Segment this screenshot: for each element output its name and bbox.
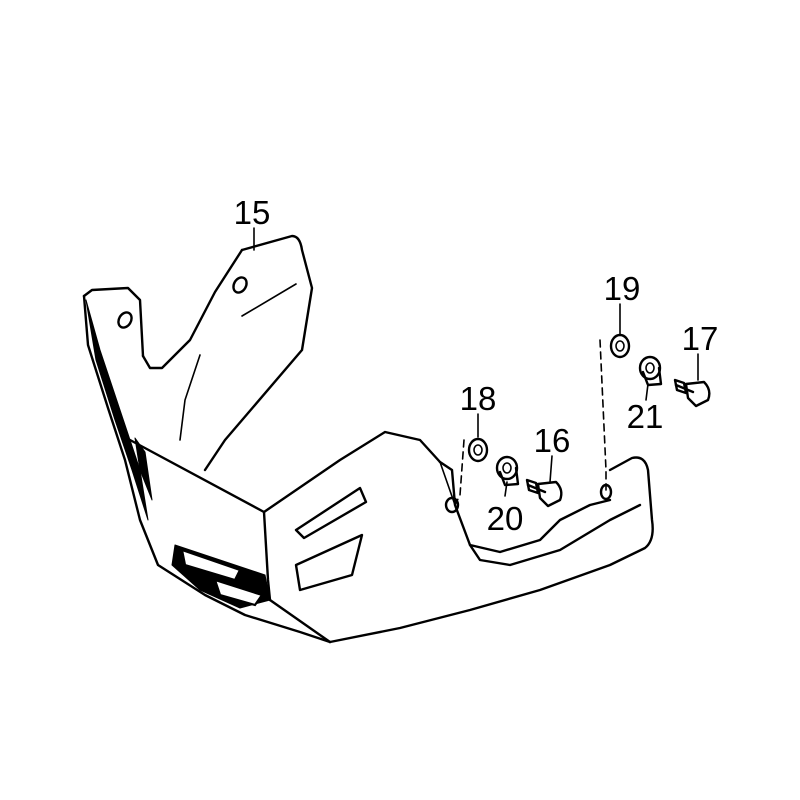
callout-18: 18 [460, 380, 497, 417]
callout-15: 15 [234, 194, 271, 231]
bolt-part-16[interactable] [525, 478, 563, 508]
washer-part-18[interactable] [467, 437, 489, 463]
washer-part-19[interactable] [609, 333, 631, 359]
collar-part-21[interactable] [638, 355, 663, 387]
skid-plate-part-15[interactable] [82, 234, 654, 644]
callout-20: 20 [487, 500, 524, 537]
collar-part-20[interactable] [495, 455, 520, 487]
leader-lines [253, 227, 699, 506]
callout-21: 21 [627, 398, 664, 435]
callout-16: 16 [534, 422, 571, 459]
bolt-part-17[interactable] [673, 378, 711, 408]
callout-17: 17 [682, 320, 719, 357]
callout-19: 19 [604, 270, 641, 307]
